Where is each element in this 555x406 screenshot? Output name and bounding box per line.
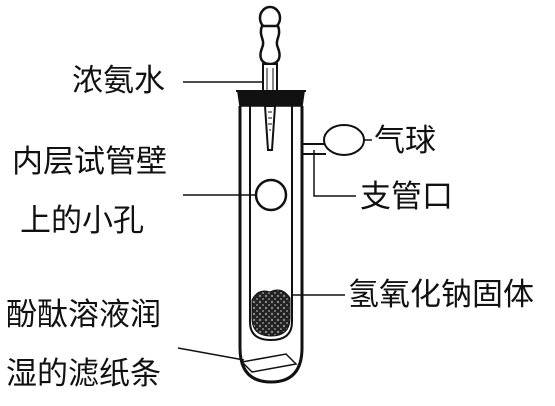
- label-phenolphthalein-strip-line2: 湿的滤纸条: [6, 356, 161, 392]
- label-phenolphthalein-strip-line1: 酚酞溶液润: [6, 297, 161, 333]
- inner-test-tube: [249, 106, 293, 342]
- label-concentrated-ammonia: 浓氨水: [72, 63, 165, 99]
- filter-paper-strip: [240, 353, 298, 373]
- outer-test-tube: [238, 106, 304, 384]
- dropper-tip: [263, 105, 277, 151]
- rubber-stopper: [236, 90, 306, 107]
- label-naoh-solid: 氢氧化钠固体: [348, 277, 534, 313]
- label-inner-wall-hole-line2: 上的小孔: [20, 203, 144, 239]
- dropper-bulb: [258, 5, 282, 66]
- dropper-tube: [262, 63, 278, 93]
- label-balloon: 气球: [374, 123, 436, 159]
- naoh-solid: [251, 289, 291, 337]
- leader-filter-paper: [177, 347, 245, 361]
- balloon: [323, 124, 365, 156]
- leader-side-tube: [313, 150, 356, 197]
- label-side-tube-opening: 支管口: [360, 179, 453, 215]
- label-inner-wall-hole-line1: 内层试管壁: [12, 144, 167, 180]
- inner-wall-hole: [254, 178, 288, 212]
